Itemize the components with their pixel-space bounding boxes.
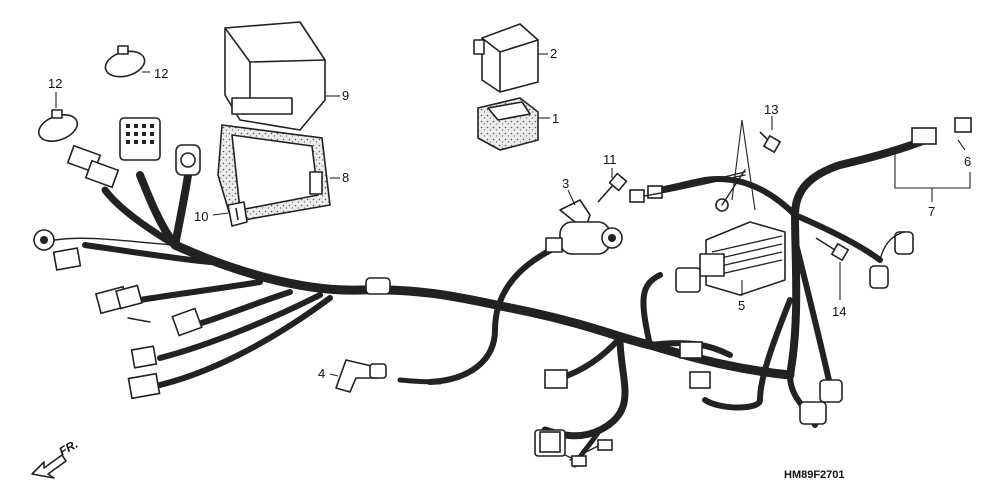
callout-14: 14 xyxy=(832,304,846,319)
callout-8: 8 xyxy=(342,170,349,185)
callout-7: 7 xyxy=(928,204,935,219)
callout-12-b: 12 xyxy=(154,66,168,81)
right-connectors xyxy=(675,117,972,425)
callout-5: 5 xyxy=(738,298,745,313)
lower-connectors xyxy=(534,369,613,467)
starter-relay xyxy=(545,199,623,255)
left-connectors xyxy=(33,117,203,400)
front-direction-label: FR. xyxy=(57,437,81,459)
main-wire-harness xyxy=(82,136,929,468)
callout-10: 10 xyxy=(194,209,208,224)
callout-3: 3 xyxy=(562,176,569,191)
cdi-unit xyxy=(224,21,326,131)
callout-4: 4 xyxy=(318,366,325,381)
cdi-rubber-cover xyxy=(217,124,331,223)
callout-numbers: 1 2 3 4 5 6 7 8 9 10 11 12 12 13 14 xyxy=(48,46,971,381)
callout-11: 11 xyxy=(603,152,617,167)
band-clamps xyxy=(37,45,146,142)
callout-13: 13 xyxy=(764,102,778,117)
drawing-code: HM89F2701 xyxy=(784,469,845,481)
relay-rubber xyxy=(477,97,539,151)
callout-2: 2 xyxy=(550,46,557,61)
bolt-14 xyxy=(815,237,849,261)
callout-6: 6 xyxy=(964,154,971,169)
terminals-upper xyxy=(629,169,746,212)
front-direction-indicator: FR. xyxy=(31,437,81,479)
front-arrow-icon xyxy=(31,454,67,479)
relay xyxy=(473,23,539,93)
bolt-13 xyxy=(759,131,781,153)
callout-1: 1 xyxy=(552,111,559,126)
regulator-rectifier xyxy=(699,221,786,296)
harness-grommet xyxy=(365,277,391,295)
callout-12-a: 12 xyxy=(48,76,62,91)
clip xyxy=(227,201,248,227)
spark-plug-cap xyxy=(335,359,443,393)
callout-9: 9 xyxy=(342,88,349,103)
bolt-11 xyxy=(597,172,628,203)
leader-lines xyxy=(55,53,971,377)
